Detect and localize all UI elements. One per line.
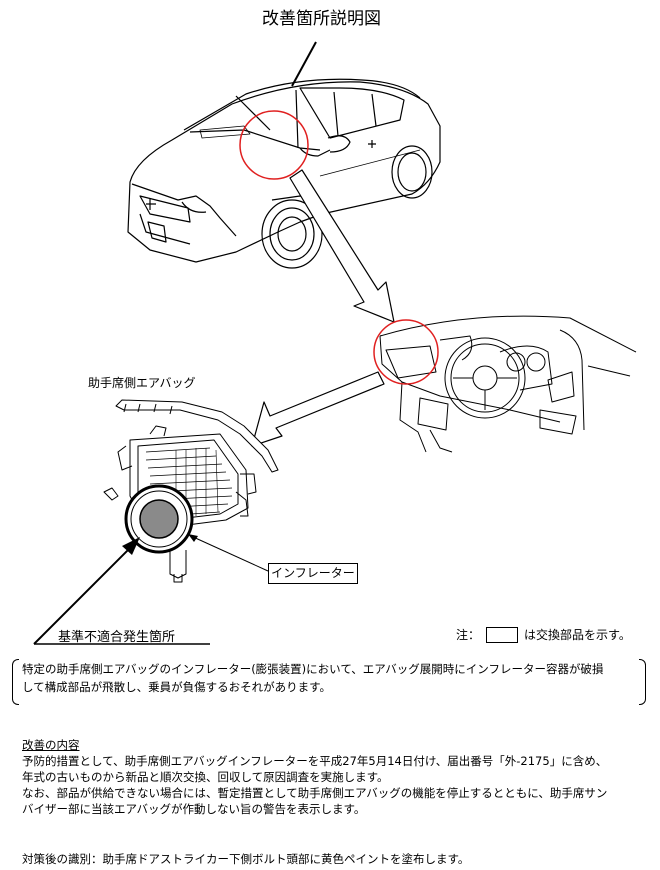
remedy-heading: 改善の内容 bbox=[22, 738, 80, 752]
arrow-car-to-dashboard bbox=[289, 169, 395, 323]
nonconformity-location-label: 基準不適合発生箇所 bbox=[58, 630, 176, 645]
remedy-line: 年式の古いものから新品と順次交換、回収して原因調査を実施します。 bbox=[22, 770, 389, 784]
car-illustration bbox=[127, 78, 441, 269]
note-suffix: は交換部品を示す。 bbox=[524, 628, 631, 642]
nonconformity-arrow bbox=[33, 537, 210, 645]
right-bracket bbox=[639, 659, 646, 705]
defect-line: 特定の助手席側エアバッグのインフレーター(膨張装置)において、エアバッグ展開時に… bbox=[22, 662, 604, 676]
remedy-section: 改善の内容 予防的措置として、助手席側エアバッグインフレーターを平成27年5月1… bbox=[22, 737, 607, 817]
inflator-label: インフレーター bbox=[268, 563, 358, 584]
airbag-label: 助手席側エアバッグ bbox=[88, 376, 196, 390]
remedy-line: バイザー部に当該エアバッグが作動しない旨の警告を表示します。 bbox=[22, 802, 366, 816]
car-highlight-circle bbox=[239, 110, 309, 180]
defect-description: 特定の助手席側エアバッグのインフレーター(膨張装置)において、エアバッグ展開時に… bbox=[12, 659, 646, 705]
arrow-dashboard-to-airbag bbox=[251, 371, 385, 447]
note-prefix: 注： bbox=[456, 628, 481, 642]
title-leader-line bbox=[291, 41, 317, 87]
remedy-line: 予防的措置として、助手席側エアバッグインフレーターを平成27年5月14日付け、届… bbox=[22, 754, 608, 768]
identification-note: 対策後の識別：助手席ドアストライカー下側ボルト頭部に黄色ペイントを塗布します。 bbox=[22, 852, 470, 866]
inflator-body bbox=[139, 499, 179, 539]
inflator-leader bbox=[188, 534, 269, 572]
replacement-note: 注： は交換部品を示す。 bbox=[456, 626, 631, 643]
page-title: 改善箇所説明図 bbox=[262, 9, 381, 29]
defect-line: して構成部品が飛散し、乗員が負傷するおそれがあります。 bbox=[22, 680, 332, 694]
replacement-part-legend-box bbox=[486, 626, 519, 643]
airbag-module-illustration bbox=[103, 399, 279, 583]
dashboard-highlight-circle bbox=[373, 319, 439, 385]
remedy-line: なお、部品が供給できない場合には、暫定措置として助手席側エアバッグの機能を停止す… bbox=[22, 786, 608, 800]
left-bracket bbox=[12, 659, 19, 705]
dashboard-illustration bbox=[379, 315, 637, 453]
